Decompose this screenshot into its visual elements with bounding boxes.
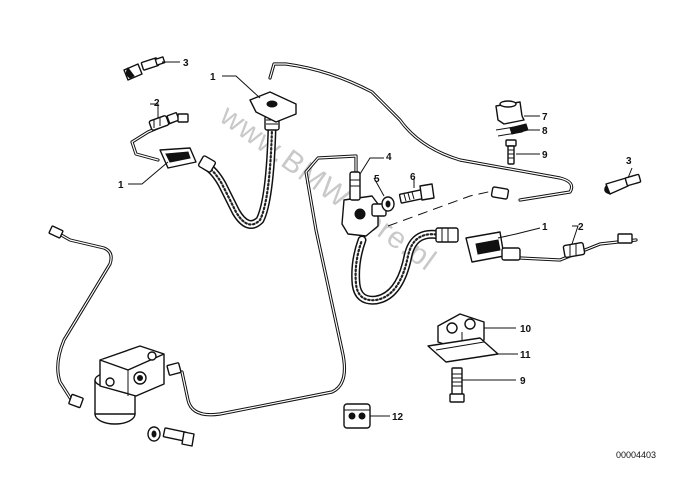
pipe-end-fitting (48, 225, 64, 239)
flex-hose-right (351, 229, 449, 305)
pipe-clip-icon (343, 403, 371, 429)
pipe-clip-bracket-icon (159, 147, 197, 169)
callout-part-9: 9 (520, 376, 526, 387)
washer-icon (147, 426, 161, 442)
pipe-end-fitting (177, 113, 189, 123)
pipe-upper-long (268, 62, 574, 202)
pipe-clip-bracket-icon (465, 231, 521, 263)
spring-clip-icon (495, 123, 529, 137)
document-number: 00004403 (616, 450, 656, 460)
screw-icon (505, 139, 517, 165)
screw-icon (449, 367, 465, 403)
t-piece-distributor-icon (341, 171, 387, 237)
hose-fitting (435, 227, 459, 243)
bleeder-screw-icon (604, 173, 642, 195)
callout-part-3: 3 (626, 156, 632, 167)
callout-part-2: 2 (578, 222, 584, 233)
bolt-icon (398, 183, 435, 204)
pipe-center-vertical (180, 154, 358, 417)
hose-fitting (197, 155, 217, 173)
washer-icon (381, 196, 395, 212)
callout-part-1: 1 (210, 72, 216, 83)
callout-part-5: 5 (374, 174, 380, 185)
bleeder-screw-icon (123, 56, 166, 81)
callout-part-10: 10 (520, 324, 532, 335)
pipe-end-fitting (490, 186, 510, 200)
leader-lines (128, 61, 633, 417)
pipe-bracket-icon (249, 91, 297, 123)
flex-hose-left (201, 123, 277, 229)
callout-part-9: 9 (542, 150, 548, 161)
callout-labels: 3 1 2 1 4 5 6 7 8 9 3 1 2 10 11 9 12 (118, 58, 632, 423)
pipe-connector-icon (148, 112, 180, 131)
callout-part-3: 3 (183, 58, 189, 69)
pipe-connector-icon (562, 233, 633, 259)
callout-part-8: 8 (542, 126, 548, 137)
callout-part-2: 2 (154, 98, 160, 109)
callout-part-12: 12 (392, 412, 404, 423)
callout-part-7: 7 (542, 112, 548, 123)
callout-part-1: 1 (118, 180, 124, 191)
pressure-regulator-icon (68, 345, 182, 425)
pipe-left-long (54, 230, 113, 406)
callout-part-4: 4 (386, 152, 392, 163)
routing-dashed-line (387, 187, 507, 227)
callout-part-6: 6 (410, 172, 416, 183)
holder-clip-icon (495, 100, 525, 125)
bolt-icon (162, 427, 195, 447)
callout-part-1: 1 (542, 222, 548, 233)
callout-part-11: 11 (520, 350, 531, 361)
